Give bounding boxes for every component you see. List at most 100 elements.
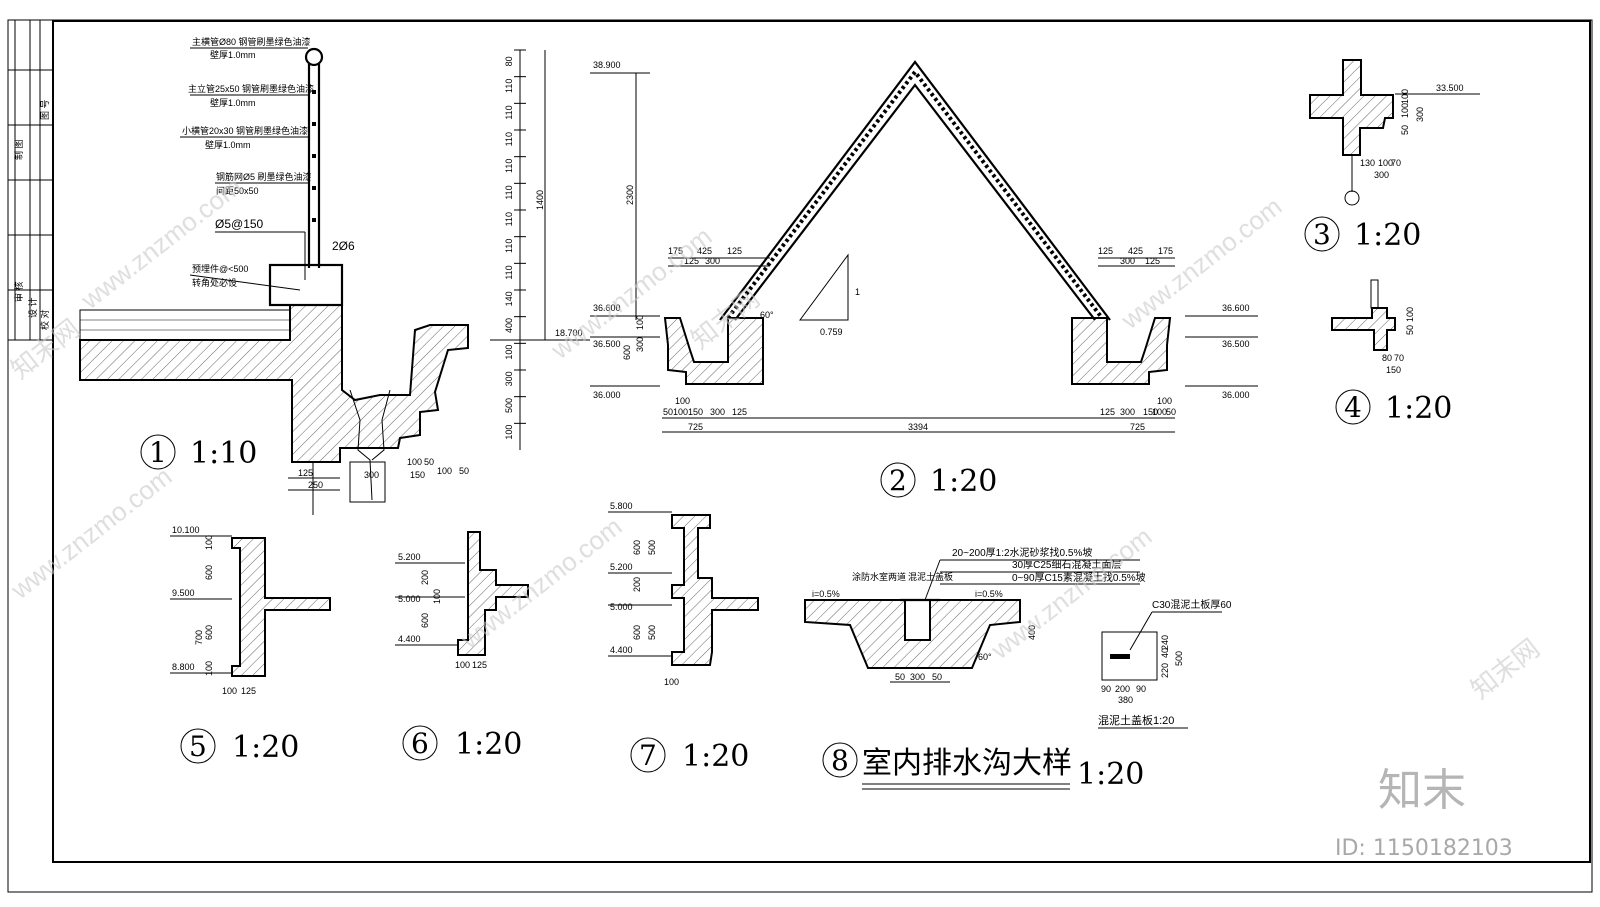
cover-240: 240 <box>1160 635 1170 650</box>
cover-200: 200 <box>1115 684 1130 694</box>
note-rebar-bars: 2Ø6 <box>332 239 355 253</box>
d4-dim-70: 70 <box>1394 353 1404 363</box>
d2-top-l-125: 125 <box>727 246 742 256</box>
d5-elev-1: 10.100 <box>172 525 200 535</box>
d2-bot-l-300: 300 <box>710 407 725 417</box>
d2-side-100: 100 <box>635 315 645 330</box>
elev-r3: 36.000 <box>1222 390 1250 400</box>
rail-height-value: 110 <box>504 212 514 226</box>
rail-height-value: 300 <box>504 371 514 386</box>
d4-dim-50: 50 <box>1405 325 1415 335</box>
d2-bot-r-125: 125 <box>1100 407 1115 417</box>
title-block: 审 核 设 计 校 对 制 图 图 号 <box>8 20 53 341</box>
d6-elev-1: 5.200 <box>398 552 421 562</box>
rail-height-value: 100 <box>504 345 514 360</box>
d1-dim-50b: 50 <box>459 466 469 476</box>
d6-dim-600: 600 <box>420 613 430 628</box>
d5-dim-700: 700 <box>194 630 204 645</box>
d5-number-circle <box>180 728 216 764</box>
d3-elev: 33.500 <box>1436 83 1464 93</box>
d8-note-2: 30厚C25细石混凝土面层 <box>1012 558 1121 571</box>
d2-top-r-125b: 125 <box>1145 256 1160 266</box>
detail-2: 38.900 2300 0.759 1 60° 36.600 36.500 36… <box>590 60 1258 499</box>
title-row-2: 设 计 <box>27 297 38 318</box>
d6-dim-100: 100 <box>432 589 442 604</box>
d3-dim-300v: 300 <box>1415 107 1425 122</box>
elev-18700: 18.700 <box>555 328 583 338</box>
d2-top-r-125: 125 <box>1098 246 1113 256</box>
cover-380: 380 <box>1118 695 1133 705</box>
d1-dim-300: 300 <box>364 470 379 480</box>
elev-l2: 36.500 <box>593 339 621 349</box>
title-row-5: 图 号 <box>40 99 50 120</box>
title-row-4: 制 图 <box>13 139 24 160</box>
d4-dim-100: 100 <box>1405 307 1415 322</box>
d2-side-600: 600 <box>622 345 632 360</box>
cover-slab-detail: C30混泥土板厚60 220 40 240 500 90 200 90 380 … <box>1098 598 1232 729</box>
d8-slope-r: i=0.5% <box>975 589 1003 599</box>
d2-bot-r-725: 725 <box>1130 422 1145 432</box>
d2-top-r-425: 425 <box>1128 246 1143 256</box>
d7-dim-500a: 500 <box>647 540 657 555</box>
d1-number-circle <box>140 434 176 470</box>
rail-height-value: 110 <box>504 132 514 146</box>
d2-top-l-175: 175 <box>668 246 683 256</box>
rail-height-dims: 8011011011011011011011011014040010030050… <box>490 49 590 450</box>
d2-number: 2 <box>889 464 907 497</box>
roof-angle: 60° <box>760 310 774 320</box>
d6-elev-2: 5.000 <box>398 594 421 604</box>
d2-bot-r-150: 150 <box>1143 407 1158 417</box>
d8-cover-note: 混泥土盖板 <box>908 571 953 582</box>
d1-dim-100b: 100 <box>437 466 452 476</box>
d2-bot-l-100b: 100 <box>673 407 688 417</box>
d5-dim-100c: 100 <box>222 686 237 696</box>
d6-scale: 1:20 <box>455 727 522 762</box>
d7-elev-1: 5.800 <box>610 501 633 511</box>
d3-dim-100a: 100 <box>1400 103 1410 118</box>
elev-l1: 36.600 <box>593 303 621 313</box>
top-rail-section <box>304 47 324 67</box>
d7-elev-2: 5.200 <box>610 562 633 572</box>
note-small-rail-2: 壁厚1.0mm <box>205 139 251 150</box>
note-post: 主立管25x50 钢管刷墨绿色油漆 <box>188 83 314 94</box>
elev-38900: 38.900 <box>593 60 621 70</box>
d8-note-3: 0~90厚C15素混凝土找0.5%坡 <box>1012 571 1146 584</box>
image-id: ID: 1150182103 <box>1335 836 1513 861</box>
d6-number-circle <box>402 725 438 761</box>
d2-top-l-125b: 125 <box>684 256 699 266</box>
d2-top-l-300: 300 <box>705 256 720 266</box>
d2-span: 3394 <box>908 422 928 432</box>
small-rail-marks <box>312 90 316 222</box>
detail-4: 50 100 80 70 150 4 1:20 <box>1331 279 1452 426</box>
note-top-rail-2: 壁厚1.0mm <box>210 49 256 60</box>
detail-8: 20~200厚1:2水泥砂浆找0.5%坡 30厚C25细石混凝土面层 0~90厚… <box>804 546 1146 792</box>
detail-5: 10.100 9.500 8.800 100 600 700 600 100 1… <box>170 525 331 765</box>
d8-note-1: 20~200厚1:2水泥砂浆找0.5%坡 <box>952 546 1092 559</box>
d2-scale: 1:20 <box>930 464 997 499</box>
cover-90b: 90 <box>1136 684 1146 694</box>
note-rebar-spacing: Ø5@150 <box>215 217 264 231</box>
d2-top-r-175: 175 <box>1158 246 1173 256</box>
rail-height-value: 80 <box>504 56 514 66</box>
d3-number: 3 <box>1313 218 1331 251</box>
cover-title: 混泥土盖板1:20 <box>1098 713 1174 727</box>
d5-dim-600a: 600 <box>204 565 214 580</box>
note-post-2: 壁厚1.0mm <box>210 97 256 108</box>
cover-90a: 90 <box>1101 684 1111 694</box>
d1-number: 1 <box>149 436 167 469</box>
d2-bot-r-100b: 100 <box>1152 407 1167 417</box>
d7-number-circle <box>630 737 666 773</box>
d2-bot-l-150: 150 <box>688 407 703 417</box>
elev-r2: 36.500 <box>1222 339 1250 349</box>
d6-number: 6 <box>411 727 429 760</box>
d8-slope-l: i=0.5% <box>812 589 840 599</box>
slope-h: 0.759 <box>820 327 843 337</box>
elev-l3: 36.000 <box>593 390 621 400</box>
elev-r1: 36.600 <box>1222 303 1250 313</box>
d6-dim-125: 125 <box>472 660 487 670</box>
d8-scale: 1:20 <box>1077 757 1144 792</box>
detail-3: 33.500 50 100 100 300 130 100 70 300 3 1… <box>1304 59 1480 253</box>
note-top-rail: 主横管Ø80 钢管刷墨绿色油漆 <box>192 36 311 47</box>
d7-dim-500b: 500 <box>647 625 657 640</box>
d6-dim-100b: 100 <box>455 660 470 670</box>
